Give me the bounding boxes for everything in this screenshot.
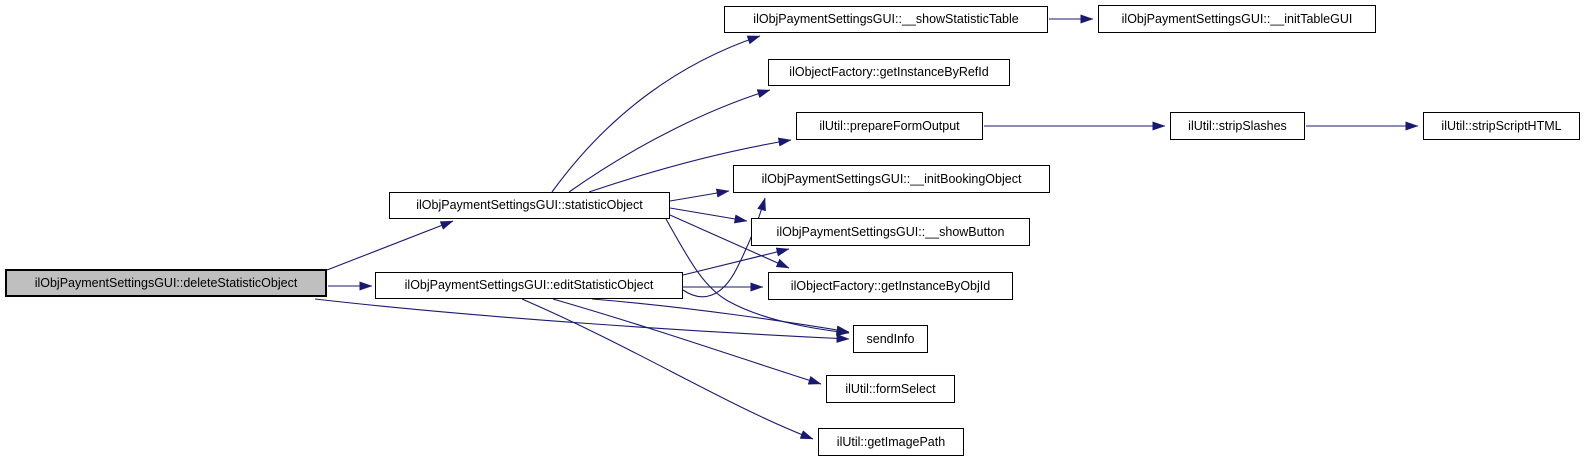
edge-editStatisticObject-to-formSelect [552,298,822,385]
node-showStatisticTable[interactable]: ilObjPaymentSettingsGUI::__showStatistic… [724,6,1048,33]
node-initTableGUI[interactable]: ilObjPaymentSettingsGUI::__initTableGUI [1098,5,1376,33]
edge-deleteStatisticObject-to-sendInfo [314,298,850,343]
node-label: ilUtil::prepareFormOutput [819,118,960,133]
node-stripScriptHTML[interactable]: ilUtil::stripScriptHTML [1423,112,1580,140]
node-getImagePath[interactable]: ilUtil::getImagePath [818,428,964,456]
node-label: ilObjPaymentSettingsGUI::deleteStatistic… [34,275,298,290]
node-label: ilObjPaymentSettingsGUI::__initTableGUI [1121,11,1353,26]
node-label: ilObjPaymentSettingsGUI::editStatisticOb… [404,278,654,293]
node-editStatisticObject[interactable]: ilObjPaymentSettingsGUI::editStatisticOb… [375,272,683,299]
node-label: ilObjectFactory::getInstanceByRefId [789,65,989,80]
node-label: ilUtil::formSelect [845,381,936,396]
edge-statisticObject-to-prepareFormOutput [588,137,792,193]
node-statisticObject[interactable]: ilObjPaymentSettingsGUI::statisticObject [389,192,670,219]
edges-group [314,14,1419,440]
edge-statisticObject-to-showButton [669,207,748,224]
edge-statisticObject-to-getInstanceByObjId [669,214,790,269]
edge-editStatisticObject-to-getImagePath [521,298,814,440]
node-sendInfo[interactable]: sendInfo [853,325,928,353]
edge-statisticObject-to-showStatisticTable [551,35,761,193]
node-getInstanceByRefId[interactable]: ilObjectFactory::getInstanceByRefId [768,59,1010,86]
node-stripSlashes[interactable]: ilUtil::stripSlashes [1170,112,1305,140]
node-label: ilUtil::stripSlashes [1188,118,1287,133]
node-label: ilObjPaymentSettingsGUI::__showStatistic… [753,12,1019,27]
node-getInstanceByObjId[interactable]: ilObjectFactory::getInstanceByObjId [768,272,1013,300]
edge-editStatisticObject-to-initBookingObject [682,197,766,298]
edge-statisticObject-to-initBookingObject [669,188,730,202]
node-label: sendInfo [866,331,915,346]
node-label: ilObjPaymentSettingsGUI::__showButton [776,224,1005,239]
node-label: ilObjPaymentSettingsGUI::statisticObject [416,198,643,213]
node-label: ilObjectFactory::getInstanceByObjId [790,278,991,293]
node-formSelect[interactable]: ilUtil::formSelect [826,375,955,403]
node-label: ilUtil::stripScriptHTML [1441,118,1562,133]
node-showButton[interactable]: ilObjPaymentSettingsGUI::__showButton [751,218,1030,246]
edge-statisticObject-to-getInstanceByRefId [568,89,771,193]
node-label: ilUtil::getImagePath [836,434,946,449]
node-initBookingObject[interactable]: ilObjPaymentSettingsGUI::__initBookingOb… [733,165,1050,193]
node-label: ilObjPaymentSettingsGUI::__initBookingOb… [761,171,1022,186]
edge-deleteStatisticObject-to-statisticObject [326,220,454,271]
node-deleteStatisticObject[interactable]: ilObjPaymentSettingsGUI::deleteStatistic… [5,269,327,297]
edge-statisticObject-to-sendInfo [665,218,850,337]
edge-editStatisticObject-to-sendInfo [591,298,850,335]
edge-editStatisticObject-to-showButton [682,247,790,276]
node-prepareFormOutput[interactable]: ilUtil::prepareFormOutput [796,112,983,140]
